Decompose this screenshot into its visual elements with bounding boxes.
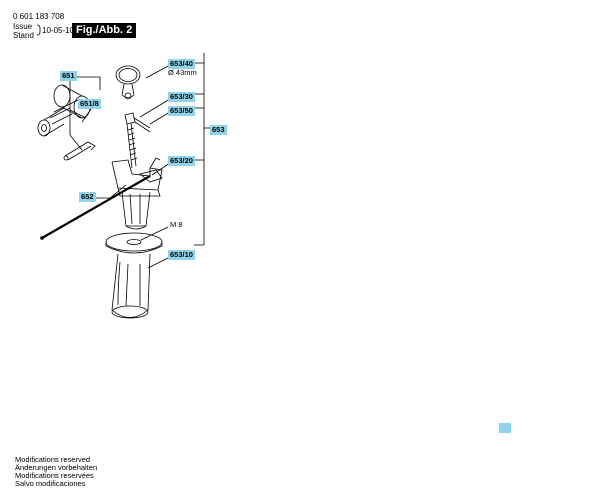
footer-line-de: Änderungen vorbehalten bbox=[15, 463, 98, 472]
figure-label: Fig./Abb. 2 bbox=[72, 23, 137, 38]
thread-label-m8: M 8 bbox=[170, 220, 183, 229]
part-tag-653-20: 653/20 bbox=[168, 156, 195, 166]
footer-line-es: Salvo modificaciones bbox=[15, 479, 86, 488]
issue-date: 10-05-10 bbox=[42, 26, 75, 35]
stand-label: Stand bbox=[13, 31, 34, 40]
part-tag-652: 652 bbox=[79, 192, 96, 202]
color-swatch bbox=[499, 423, 511, 433]
part-tag-651-8: 651/8 bbox=[78, 99, 101, 109]
part-tag-653-10: 653/10 bbox=[168, 250, 195, 260]
part-tag-653-40: 653/40 bbox=[168, 59, 195, 69]
footer-line-en: Modifications reserved bbox=[15, 455, 91, 464]
footer-line-fr: Modifications reservées bbox=[15, 471, 94, 480]
part-tag-653-30: 653/30 bbox=[168, 92, 195, 102]
part-tag-653: 653 bbox=[210, 125, 227, 135]
part-note-653-40: Ø 43mm bbox=[168, 68, 197, 77]
part-tag-651: 651 bbox=[60, 71, 77, 81]
document-number: 0 601 183 708 bbox=[13, 12, 65, 21]
issue-label: Issue bbox=[13, 22, 33, 31]
part-tag-653-50: 653/50 bbox=[168, 106, 195, 116]
